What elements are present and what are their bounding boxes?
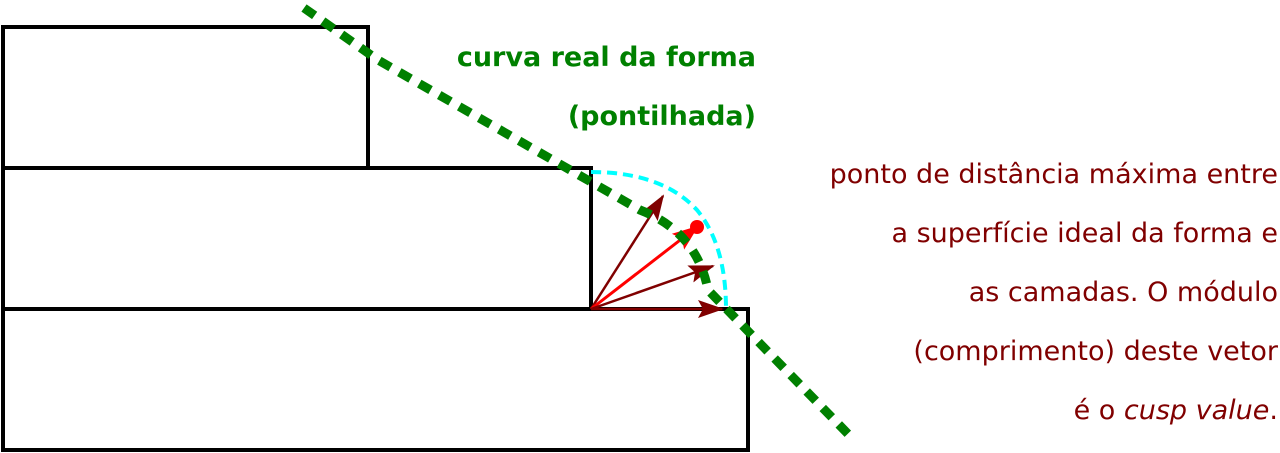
curve-label-line2: (pontilhada) bbox=[568, 101, 756, 132]
description-line3: as camadas. O módulo bbox=[969, 277, 1278, 308]
distance-vectors bbox=[589, 194, 724, 318]
layers bbox=[1, 25, 750, 452]
layer-middle bbox=[1, 166, 593, 311]
curve-label-line1: curva real da forma bbox=[457, 42, 756, 73]
description-text: ponto de distância máxima entre a superf… bbox=[830, 159, 1279, 426]
layer-top bbox=[1, 25, 370, 170]
vector-arrow bbox=[589, 194, 665, 310]
true-shape-curve bbox=[301, 4, 854, 440]
description-line5-italic: cusp value bbox=[1124, 395, 1270, 426]
description-line4: (comprimento) deste vetor bbox=[913, 336, 1278, 367]
description-line5-suffix: . bbox=[1269, 395, 1278, 426]
curve-label: curva real da forma (pontilhada) bbox=[457, 42, 756, 132]
description-line5: é o cusp value. bbox=[1074, 395, 1278, 426]
max-distance-point bbox=[690, 220, 704, 234]
ideal-surface-arc bbox=[590, 170, 728, 310]
vector-arrow bbox=[590, 264, 715, 311]
description-line5-prefix: é o bbox=[1074, 395, 1124, 426]
description-line2: a superfície ideal da forma e bbox=[891, 218, 1278, 249]
description-line1: ponto de distância máxima entre bbox=[830, 159, 1278, 190]
layer-bottom bbox=[1, 307, 750, 452]
